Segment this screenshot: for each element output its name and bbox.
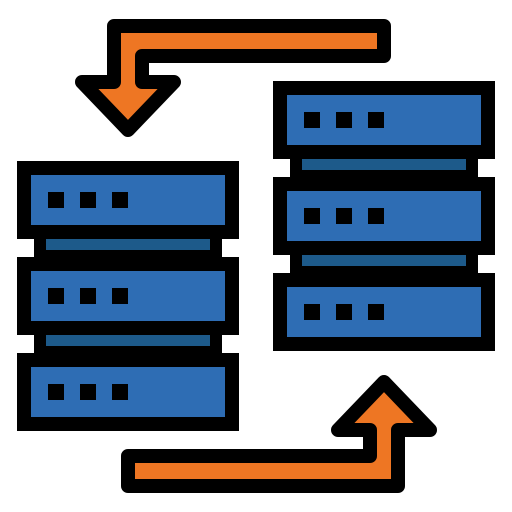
indicator-dot <box>368 112 384 128</box>
indicator-dot <box>80 288 96 304</box>
indicator-dot <box>48 384 64 400</box>
arrow-icon <box>121 375 437 493</box>
indicator-dot <box>80 192 96 208</box>
indicator-dot <box>48 192 64 208</box>
server-unit <box>273 81 495 159</box>
indicator-dot <box>304 208 320 224</box>
indicator-dot <box>336 112 352 128</box>
indicator-dot <box>112 384 128 400</box>
arrow-to-left-server <box>75 19 391 137</box>
indicator-dot <box>112 288 128 304</box>
arrow-to-right-server <box>121 375 437 493</box>
indicator-dot <box>368 304 384 320</box>
right-server <box>273 81 495 351</box>
indicator-dot <box>304 112 320 128</box>
indicator-dot <box>48 288 64 304</box>
left-server <box>17 161 239 431</box>
arrow-icon <box>75 19 391 137</box>
indicator-dot <box>368 208 384 224</box>
indicator-dot <box>80 384 96 400</box>
indicator-dot <box>304 304 320 320</box>
indicator-dot <box>112 192 128 208</box>
indicator-dot <box>336 208 352 224</box>
indicator-dot <box>336 304 352 320</box>
